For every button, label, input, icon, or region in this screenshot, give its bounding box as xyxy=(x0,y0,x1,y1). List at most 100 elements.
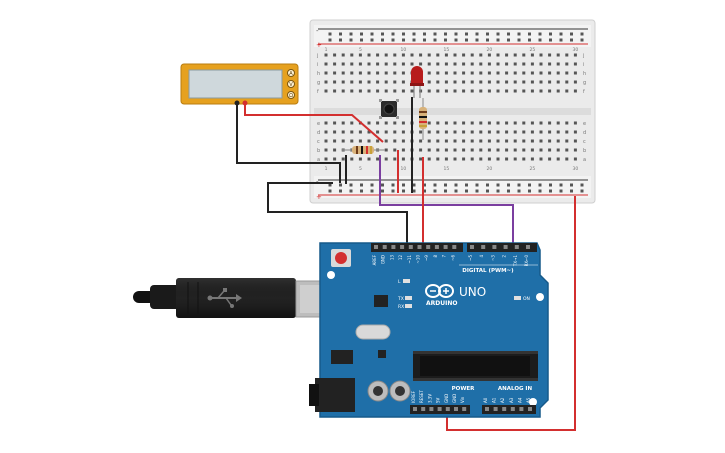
rail-hole[interactable] xyxy=(570,32,573,36)
digital-pin[interactable] xyxy=(492,245,497,249)
meter-mode-a-icon[interactable] xyxy=(287,69,295,77)
rail-hole[interactable] xyxy=(402,38,405,42)
breadboard-hole[interactable] xyxy=(573,80,577,84)
breadboard-hole[interactable] xyxy=(548,148,552,152)
breadboard-hole[interactable] xyxy=(341,139,345,143)
breadboard-hole[interactable] xyxy=(470,71,474,75)
breadboard-hole[interactable] xyxy=(358,130,362,134)
breadboard-hole[interactable] xyxy=(427,148,431,152)
breadboard-hole[interactable] xyxy=(453,53,457,57)
rail-hole[interactable] xyxy=(423,189,426,193)
breadboard-hole[interactable] xyxy=(539,71,543,75)
breadboard-hole[interactable] xyxy=(565,62,569,66)
breadboard-hole[interactable] xyxy=(419,130,423,134)
breadboard-hole[interactable] xyxy=(487,89,491,93)
breadboard-hole[interactable] xyxy=(444,157,448,161)
breadboard-hole[interactable] xyxy=(565,71,569,75)
rail-hole[interactable] xyxy=(580,189,584,193)
breadboard-hole[interactable] xyxy=(427,71,431,75)
breadboard-hole[interactable] xyxy=(522,148,526,152)
breadboard-hole[interactable] xyxy=(513,157,517,161)
breadboard-hole[interactable] xyxy=(401,80,405,84)
breadboard-hole[interactable] xyxy=(419,148,423,152)
breadboard-hole[interactable] xyxy=(350,157,354,161)
breadboard-hole[interactable] xyxy=(350,53,354,57)
rail-hole[interactable] xyxy=(486,38,489,42)
breadboard-hole[interactable] xyxy=(436,121,440,125)
breadboard-hole[interactable] xyxy=(548,71,552,75)
breadboard-hole[interactable] xyxy=(367,157,371,161)
breadboard-hole[interactable] xyxy=(548,157,552,161)
breadboard-hole[interactable] xyxy=(444,121,448,125)
rail-hole[interactable] xyxy=(549,38,552,42)
breadboard-hole[interactable] xyxy=(556,89,560,93)
breadboard-hole[interactable] xyxy=(367,53,371,57)
breadboard-hole[interactable] xyxy=(358,71,362,75)
rail-hole[interactable] xyxy=(570,189,573,193)
breadboard-hole[interactable] xyxy=(393,157,397,161)
rail-hole[interactable] xyxy=(496,38,500,42)
rail-hole[interactable] xyxy=(570,183,573,187)
resistor-vertical[interactable] xyxy=(419,98,427,140)
breadboard-hole[interactable] xyxy=(419,139,423,143)
breadboard-hole[interactable] xyxy=(350,130,354,134)
breadboard-hole[interactable] xyxy=(333,62,337,66)
breadboard-hole[interactable] xyxy=(384,53,388,57)
rail-hole[interactable] xyxy=(339,38,342,42)
breadboard-hole[interactable] xyxy=(376,71,380,75)
breadboard-hole[interactable] xyxy=(496,130,500,134)
breadboard-hole[interactable] xyxy=(556,157,560,161)
breadboard-hole[interactable] xyxy=(505,89,509,93)
breadboard-hole[interactable] xyxy=(513,139,517,143)
breadboard-hole[interactable] xyxy=(548,89,552,93)
breadboard-hole[interactable] xyxy=(462,148,466,152)
rail-hole[interactable] xyxy=(423,32,426,36)
breadboard-hole[interactable] xyxy=(556,53,560,57)
breadboard-hole[interactable] xyxy=(376,139,380,143)
breadboard-hole[interactable] xyxy=(513,80,517,84)
power-pin[interactable] xyxy=(462,407,467,411)
breadboard-hole[interactable] xyxy=(358,157,362,161)
rail-hole[interactable] xyxy=(328,183,332,187)
breadboard-hole[interactable] xyxy=(505,71,509,75)
breadboard-hole[interactable] xyxy=(462,130,466,134)
breadboard-hole[interactable] xyxy=(401,130,405,134)
rail-hole[interactable] xyxy=(580,183,584,187)
rail-hole[interactable] xyxy=(381,183,384,187)
rail-hole[interactable] xyxy=(444,183,447,187)
breadboard-hole[interactable] xyxy=(496,148,500,152)
breadboard-hole[interactable] xyxy=(513,71,517,75)
digital-pin[interactable] xyxy=(526,245,530,249)
pushbutton[interactable] xyxy=(379,99,399,119)
breadboard-hole[interactable] xyxy=(479,157,483,161)
breadboard-hole[interactable] xyxy=(376,89,380,93)
breadboard-hole[interactable] xyxy=(367,121,371,125)
breadboard-hole[interactable] xyxy=(462,53,466,57)
breadboard-hole[interactable] xyxy=(427,121,431,125)
breadboard-hole[interactable] xyxy=(324,62,328,66)
wire-5v[interactable] xyxy=(446,196,576,431)
power-pin[interactable] xyxy=(421,407,426,411)
rail-hole[interactable] xyxy=(349,183,353,187)
breadboard-hole[interactable] xyxy=(470,121,474,125)
power-pin[interactable] xyxy=(437,407,442,411)
breadboard-hole[interactable] xyxy=(367,71,371,75)
rail-hole[interactable] xyxy=(465,38,468,42)
breadboard-hole[interactable] xyxy=(539,121,543,125)
digital-pin[interactable] xyxy=(481,245,486,249)
breadboard-hole[interactable] xyxy=(487,139,491,143)
rail-hole[interactable] xyxy=(412,183,416,187)
breadboard-hole[interactable] xyxy=(573,71,577,75)
breadboard-hole[interactable] xyxy=(367,62,371,66)
breadboard-hole[interactable] xyxy=(573,148,577,152)
breadboard-hole[interactable] xyxy=(565,89,569,93)
breadboard-hole[interactable] xyxy=(487,53,491,57)
breadboard-hole[interactable] xyxy=(556,62,560,66)
rail-hole[interactable] xyxy=(559,189,563,193)
breadboard-hole[interactable] xyxy=(479,139,483,143)
rail-hole[interactable] xyxy=(570,38,573,42)
power-pin[interactable] xyxy=(413,407,417,411)
breadboard-hole[interactable] xyxy=(513,148,517,152)
rail-hole[interactable] xyxy=(423,38,426,42)
